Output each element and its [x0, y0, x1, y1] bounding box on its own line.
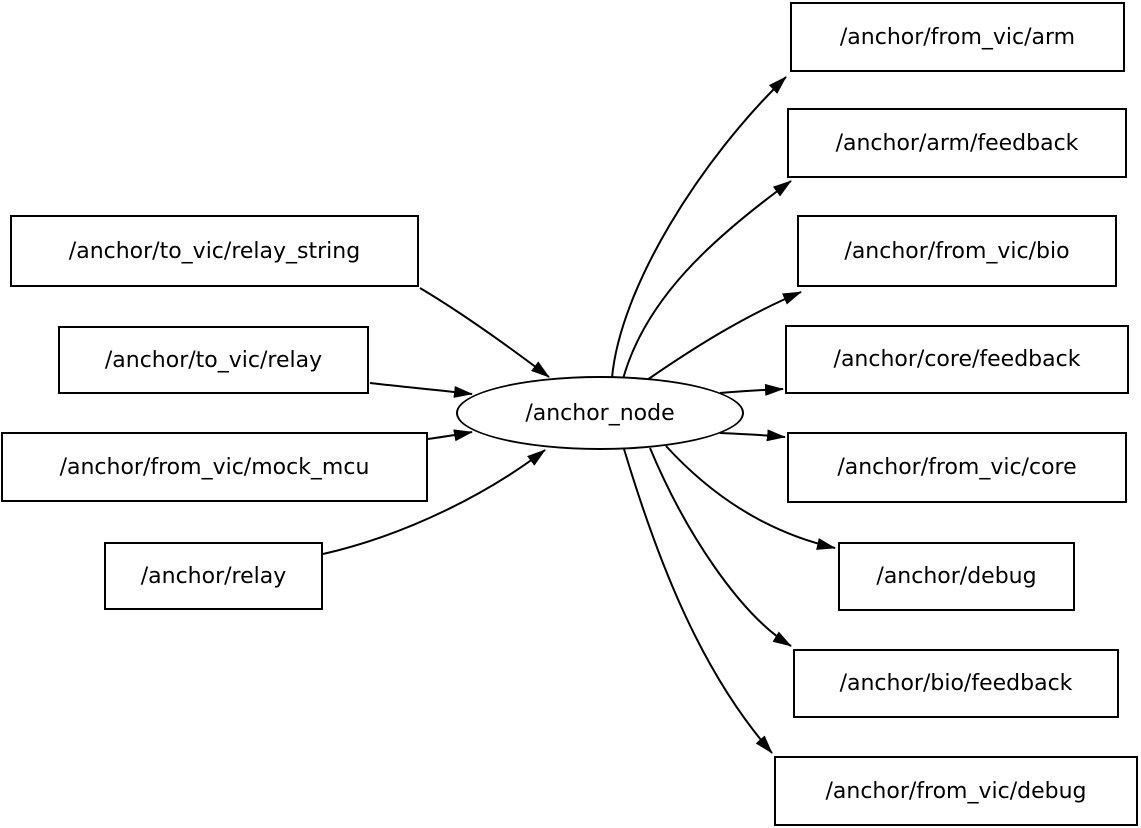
node-topic-from_vic-bio[interactable]: /anchor/from_vic/bio [797, 215, 1117, 287]
topic-label: /anchor/bio/feedback [839, 671, 1073, 696]
node-topic-from_vic-core[interactable]: /anchor/from_vic/core [787, 432, 1127, 503]
edge-to_vic_relay_string-to-anchor_node [419, 287, 550, 378]
node-topic-from_vic-mock_mcu[interactable]: /anchor/from_vic/mock_mcu [1, 432, 428, 502]
node-topic-bio-feedback[interactable]: /anchor/bio/feedback [793, 649, 1119, 718]
node-topic-anchor-relay[interactable]: /anchor/relay [104, 542, 323, 610]
topic-label: /anchor/from_vic/bio [844, 238, 1070, 264]
edge-anchor_node-to-from_vic_core [719, 429, 786, 442]
node-topic-to_vic-relay_string[interactable]: /anchor/to_vic/relay_string [10, 215, 419, 287]
node-topic-core-feedback[interactable]: /anchor/core/feedback [785, 325, 1129, 394]
edge-anchor_node-to-arm_feedback [622, 180, 792, 380]
edge-to_vic_relay-to-anchor_node [369, 382, 473, 398]
edge-anchor_node-to-core_feedback [719, 383, 784, 396]
topic-label: /anchor/arm/feedback [835, 130, 1079, 156]
topic-label: /anchor/debug [876, 564, 1037, 589]
topic-label: /anchor/to_vic/relay [104, 347, 323, 373]
edge-anchor_node-to-from_vic_bio [646, 291, 802, 381]
topic-label: /anchor/from_vic/mock_mcu [59, 454, 370, 480]
edge-anchor_relay-to-anchor_node [322, 449, 546, 555]
topic-label: /anchor/from_vic/arm [839, 24, 1076, 50]
topic-label: /anchor/from_vic/core [837, 455, 1077, 480]
topic-label: /anchor/relay [140, 563, 287, 589]
edge-anchor_node-to-anchor_debug [665, 445, 836, 550]
edge-anchor_node-to-from_vic_debug [623, 448, 773, 754]
node-label: /anchor_node [525, 400, 675, 426]
topic-label: /anchor/to_vic/relay_string [68, 238, 361, 264]
node-topic-anchor-debug[interactable]: /anchor/debug [838, 542, 1075, 611]
node-topic-arm-feedback[interactable]: /anchor/arm/feedback [787, 108, 1127, 178]
node-anchor_node[interactable]: /anchor_node [456, 376, 744, 450]
edge-anchor_node-to-from_vic_arm [611, 76, 787, 379]
edge-anchor_node-to-bio_feedback [649, 447, 792, 647]
topic-label: /anchor/from_vic/debug [825, 778, 1087, 804]
node-topic-to_vic-relay[interactable]: /anchor/to_vic/relay [58, 326, 369, 394]
node-topic-from_vic-arm[interactable]: /anchor/from_vic/arm [790, 2, 1125, 72]
topic-label: /anchor/core/feedback [833, 347, 1081, 372]
edge-from_vic_mock_mcu-to-anchor_node [427, 429, 473, 442]
node-topic-from_vic-debug[interactable]: /anchor/from_vic/debug [774, 756, 1138, 826]
